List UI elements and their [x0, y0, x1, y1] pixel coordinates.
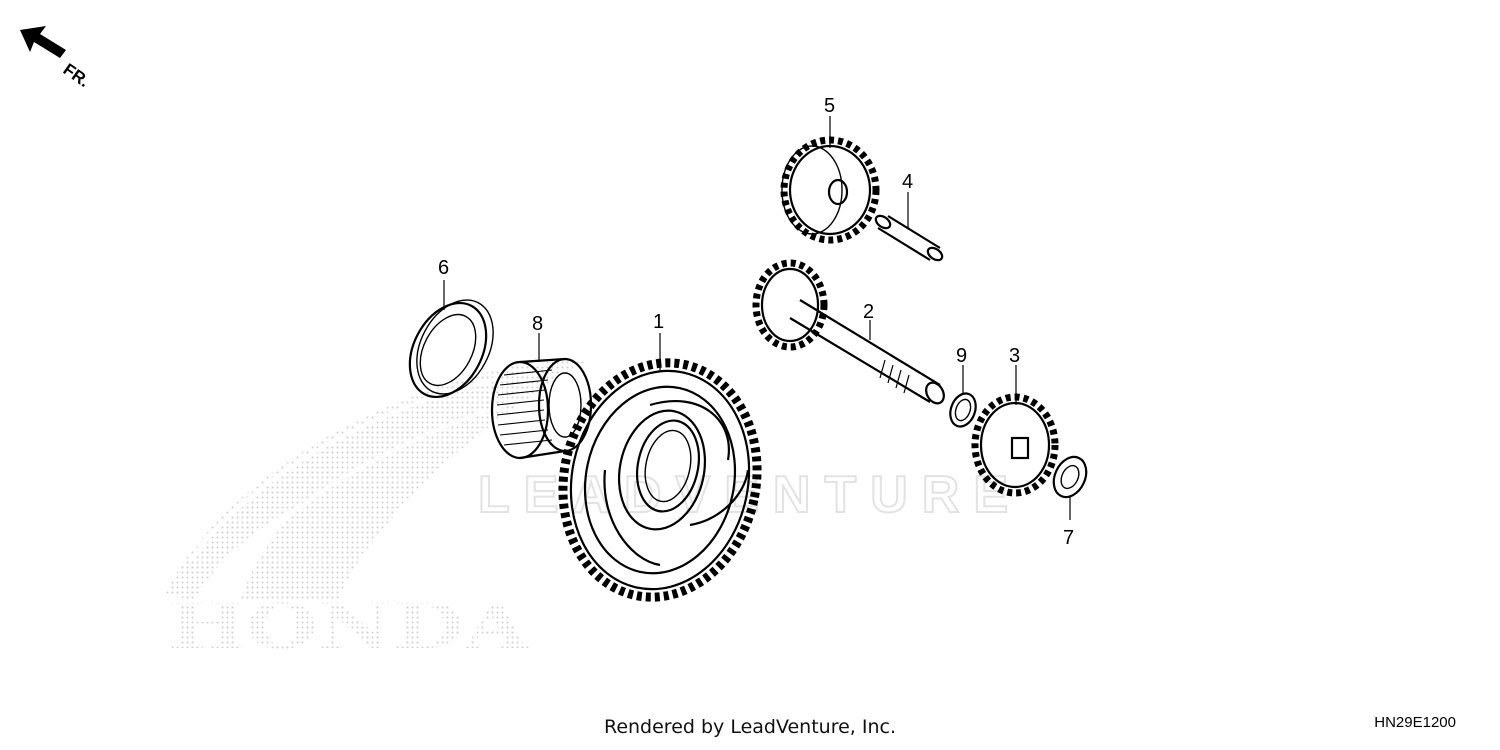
- callout-7: 7: [1063, 527, 1074, 549]
- part-6-washer: [408, 299, 494, 399]
- fr-label: FR.: [60, 60, 93, 91]
- part-3-gear: [971, 393, 1059, 497]
- part-4-pin: [874, 214, 944, 262]
- diagram-code: HN29E1200: [1374, 714, 1456, 731]
- footer-credit: Rendered by LeadVenture, Inc.: [603, 716, 897, 738]
- callout-2: 2: [863, 301, 874, 323]
- callout-9: 9: [956, 345, 967, 367]
- part-8-needle-bearing: [490, 357, 593, 460]
- honda-wing-watermark: HONDA: [165, 361, 585, 663]
- part-1-starter-driven-gear: [558, 358, 762, 602]
- part-2-shaft-gear: [752, 259, 945, 405]
- callout-6: 6: [438, 257, 449, 279]
- callout-leaders: [443, 116, 1071, 520]
- part-9-circlip: [949, 392, 977, 428]
- part-7-washer: [1052, 455, 1088, 499]
- callout-4: 4: [902, 171, 913, 193]
- callout-5: 5: [824, 95, 835, 117]
- callout-1: 1: [653, 311, 664, 333]
- honda-logo-text: HONDA: [168, 590, 529, 663]
- callout-8: 8: [532, 313, 543, 335]
- part-5-gear: [780, 136, 880, 244]
- callout-3: 3: [1009, 345, 1020, 367]
- front-direction-arrow: FR.: [20, 26, 93, 91]
